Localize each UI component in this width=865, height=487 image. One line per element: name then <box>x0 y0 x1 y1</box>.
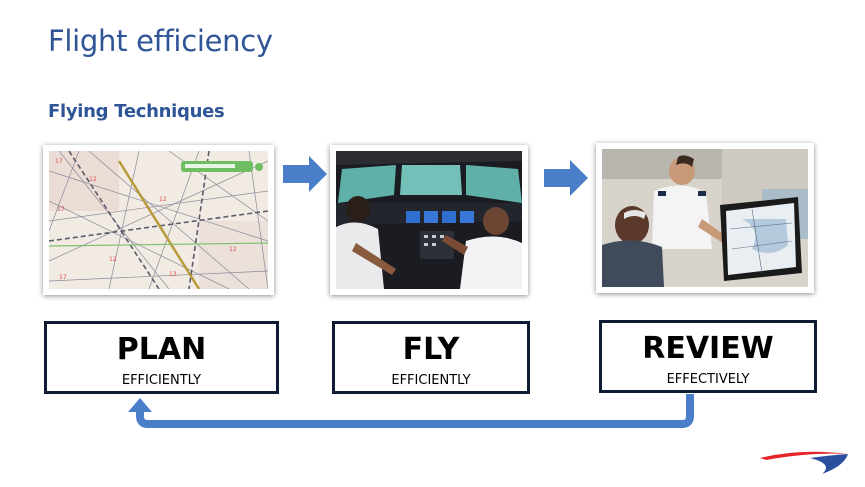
plan-step-box: PLAN EFFICIENTLY <box>44 321 279 394</box>
svg-text:17: 17 <box>59 274 67 281</box>
speedmarque-logo <box>760 451 848 474</box>
review-label: REVIEW <box>642 331 774 366</box>
review-sublabel: EFFECTIVELY <box>666 372 750 387</box>
loop-back-arrow-icon <box>128 394 694 428</box>
section-title: Flying Techniques <box>48 101 225 122</box>
slide-title: Flight efficiency <box>48 24 273 58</box>
review-office-image <box>596 143 814 293</box>
svg-text:12: 12 <box>89 176 97 183</box>
svg-text:12: 12 <box>229 246 237 253</box>
svg-text:12: 12 <box>109 256 117 263</box>
svg-text:12: 12 <box>159 196 167 203</box>
fly-step-box: FLY EFFICIENTLY <box>332 321 530 394</box>
review-step-box: REVIEW EFFECTIVELY <box>599 320 817 393</box>
svg-text:13: 13 <box>169 271 177 278</box>
fly-label: FLY <box>402 332 460 367</box>
plan-sublabel: EFFICIENTLY <box>121 373 202 388</box>
svg-text:17: 17 <box>55 158 63 165</box>
plan-label: PLAN <box>116 332 207 367</box>
fly-sublabel: EFFICIENTLY <box>391 373 471 388</box>
fly-cockpit-image <box>330 145 528 295</box>
right-arrow-icon <box>544 160 588 196</box>
svg-text:17: 17 <box>57 206 65 213</box>
right-arrow-icon <box>283 156 327 192</box>
